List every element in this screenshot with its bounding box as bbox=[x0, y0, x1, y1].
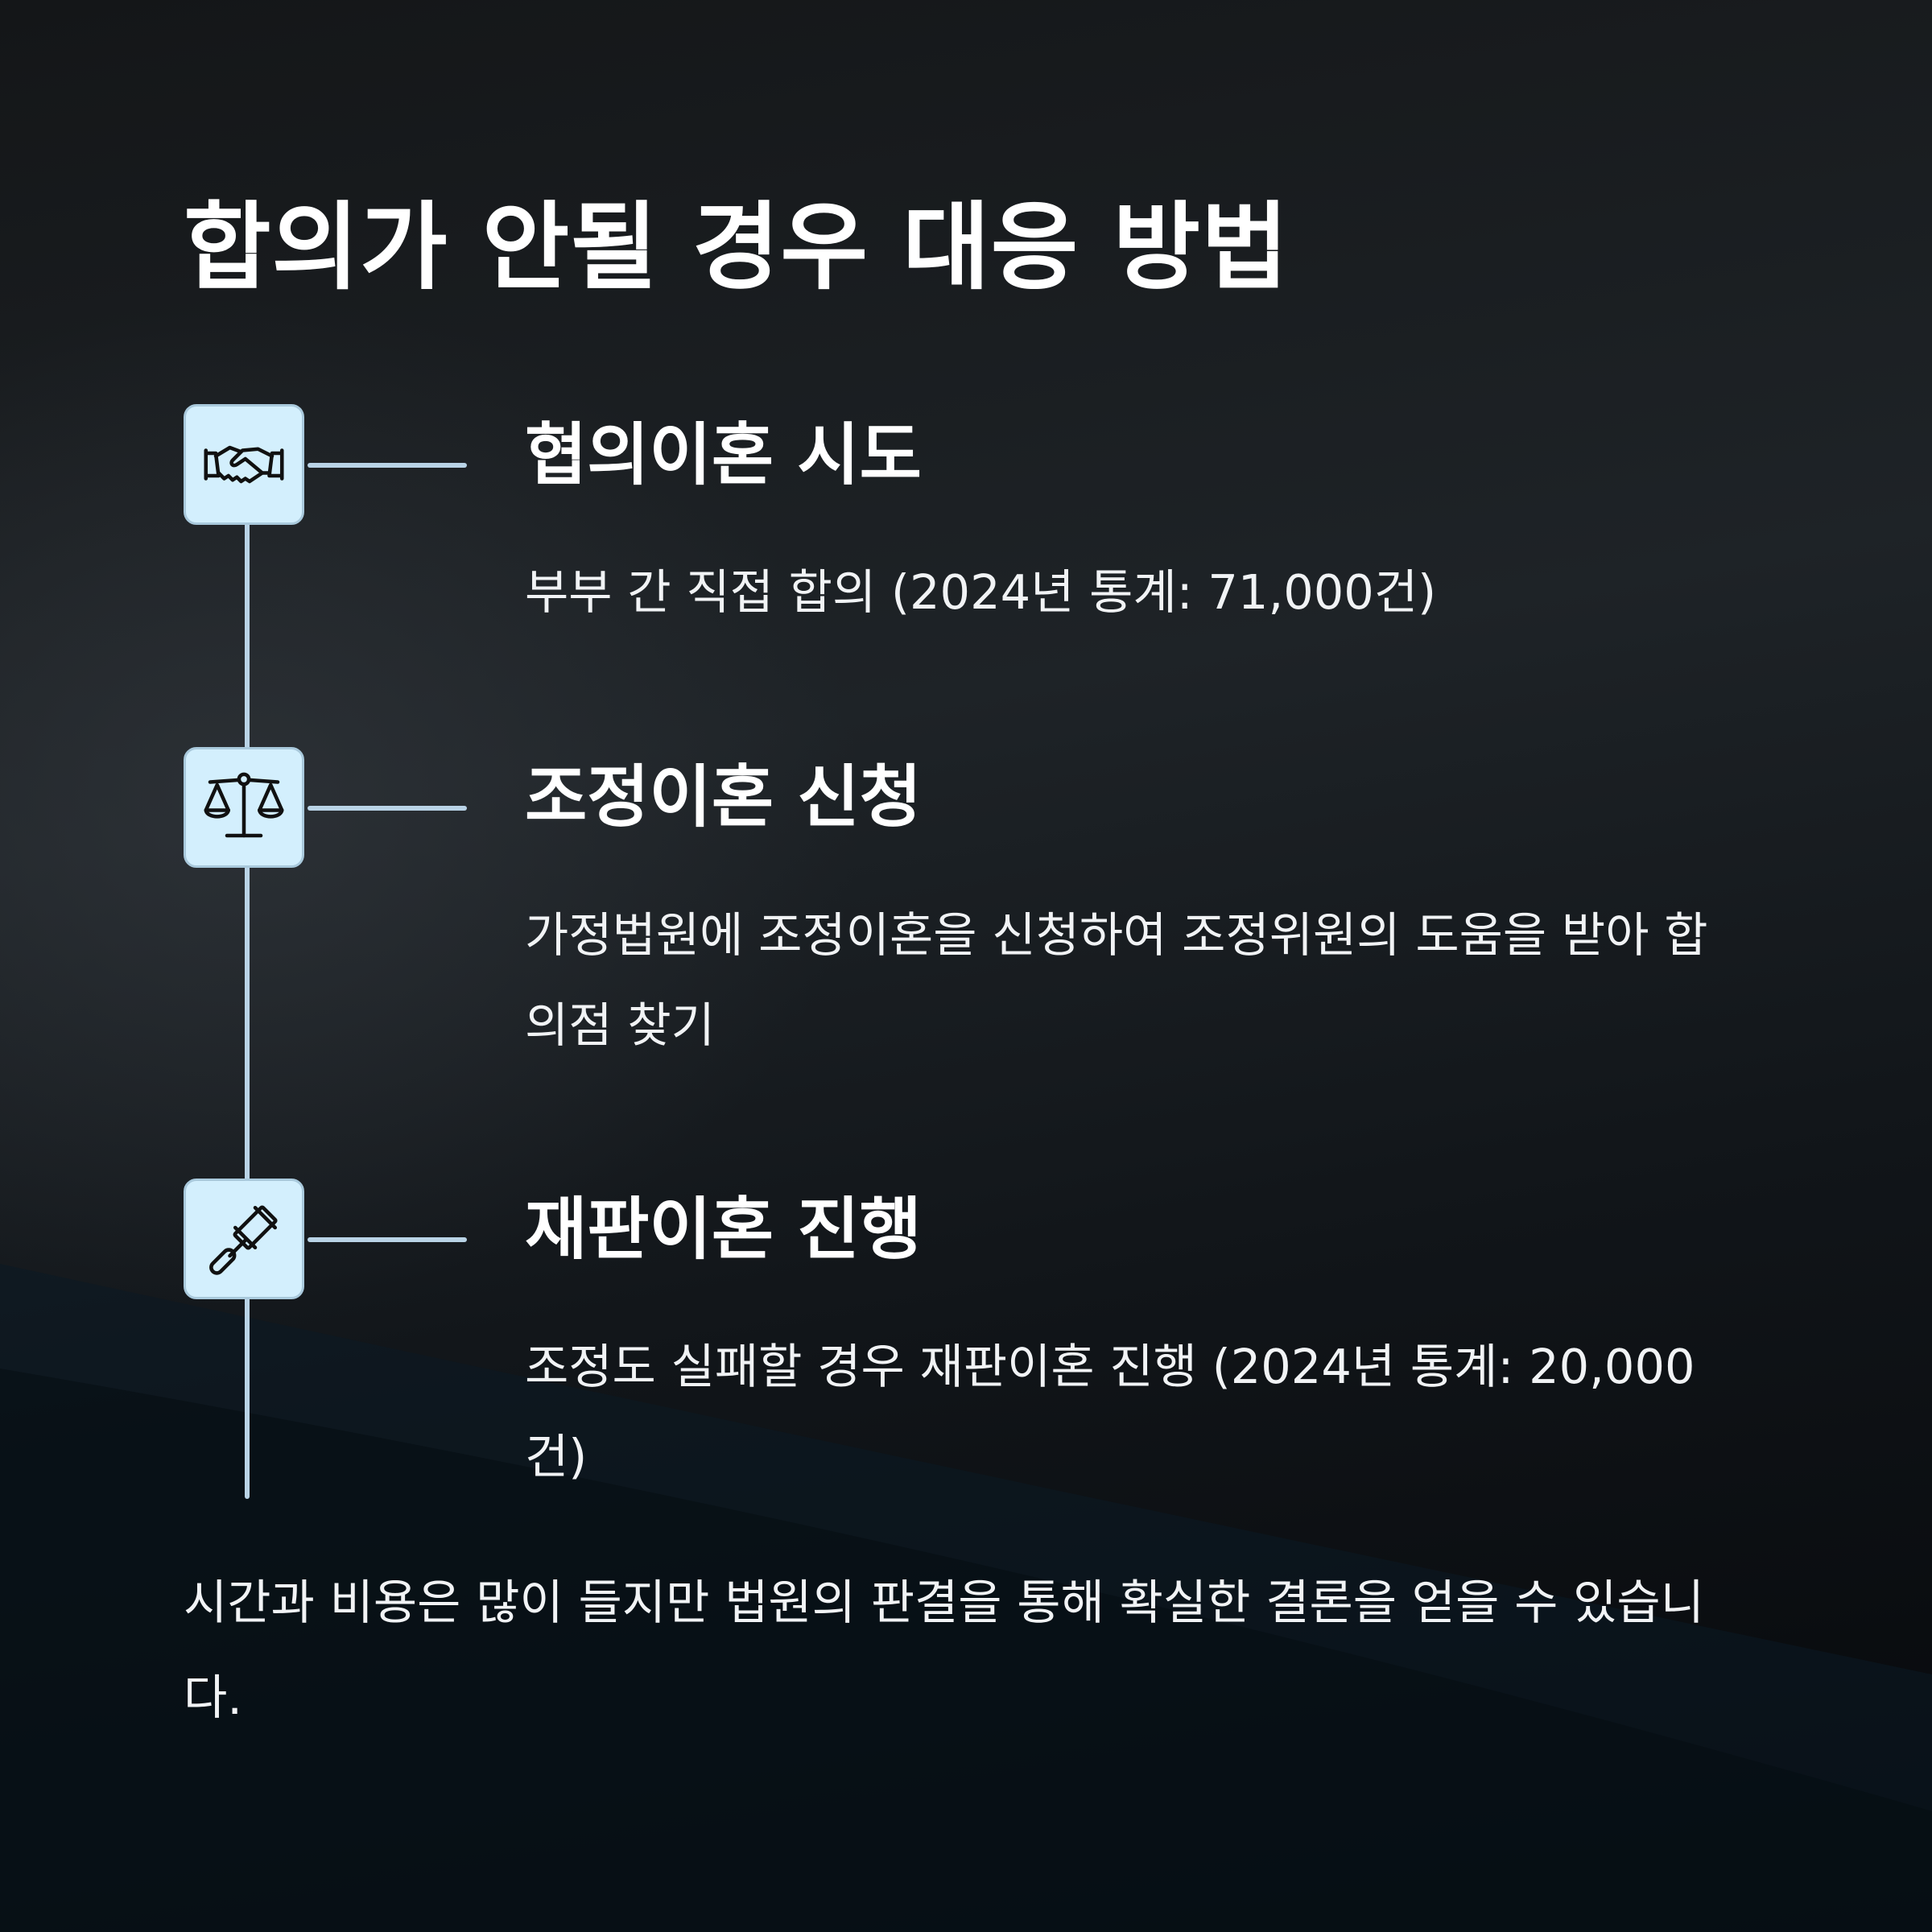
handshake-icon bbox=[204, 445, 284, 484]
timeline-line bbox=[245, 483, 250, 1499]
step-connector bbox=[308, 806, 467, 811]
step-title: 협의이혼 시도 bbox=[525, 415, 922, 494]
step-icon-box bbox=[184, 404, 304, 525]
footer-text: 시간과 비용은 많이 들지만 법원의 판결을 통해 확실한 결론을 얻을 수 있… bbox=[184, 1575, 1704, 1725]
scales-icon bbox=[204, 772, 284, 838]
step-description: 부부 간 직접 합의 (2024년 통계: 71,000건) bbox=[525, 564, 1437, 620]
step-title: 재판이혼 진행 bbox=[525, 1190, 922, 1269]
step-connector bbox=[308, 1237, 467, 1242]
step-title: 조정이혼 신청 bbox=[525, 758, 922, 836]
page-title: 합의가 안될 경우 대응 방법 bbox=[184, 192, 1290, 303]
step-connector bbox=[308, 463, 467, 468]
step-description: 가정법원에 조정이혼을 신청하여 조정위원의 도움을 받아 합의점 찾기 bbox=[525, 907, 1708, 1053]
step-description: 조정도 실패할 경우 재판이혼 진행 (2024년 통계: 20,000건) bbox=[525, 1339, 1695, 1484]
gavel-icon bbox=[209, 1205, 278, 1275]
step-icon-box bbox=[184, 1179, 304, 1299]
step-icon-box bbox=[184, 747, 304, 868]
